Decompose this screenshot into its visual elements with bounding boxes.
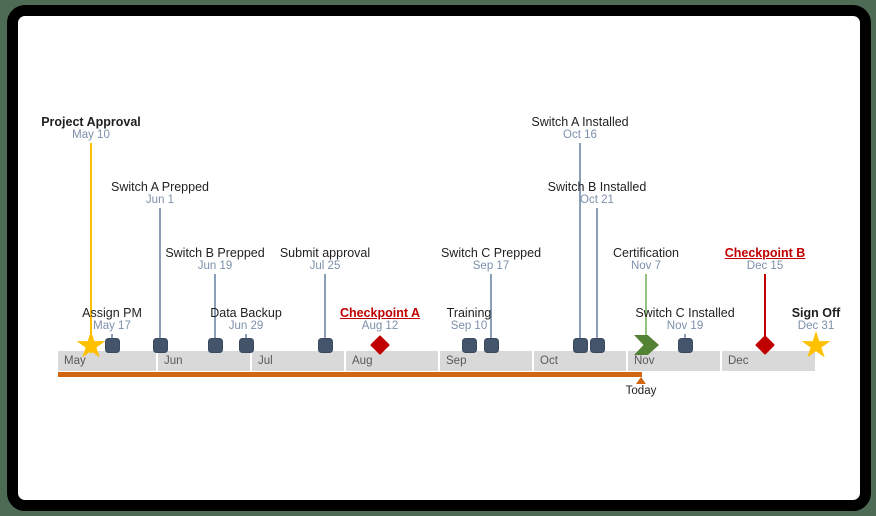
month-segment-jun: Jun [156,351,250,371]
month-segment-sep: Sep [438,351,532,371]
square-marker-icon[interactable] [207,338,223,353]
month-label: Oct [540,355,558,367]
connector-line [579,143,581,353]
today-triangle-icon [636,377,646,384]
milestone-title: Switch C Prepped [440,246,542,260]
connector-line [764,274,766,353]
milestone-title: Sign Off [791,306,841,320]
milestone-title: Project Approval [41,115,141,129]
milestone-date: Jul 25 [309,260,341,272]
milestone-date: May 10 [72,129,110,141]
today-label: Today [625,385,657,397]
milestone-date: Dec 31 [797,320,835,332]
milestone-title: Switch B Installed [547,180,647,194]
connector-line [645,274,647,353]
month-axis-band: May Jun Jul Aug Sep Oct Nov Dec [58,351,815,371]
month-label: Aug [352,355,373,367]
month-segment-dec: Dec [720,351,815,371]
milestone-date: Aug 12 [361,320,399,332]
milestone-title: Switch B Prepped [165,246,265,260]
square-marker-icon[interactable] [572,338,588,353]
milestone-date: Jun 29 [228,320,264,332]
slide-frame [7,5,871,511]
milestone-title: Submit approval [279,246,371,260]
connector-line [490,274,492,353]
month-label: Nov [634,355,655,367]
milestone-title: Switch C Installed [635,306,735,320]
milestone-date: Dec 15 [746,260,784,272]
month-label: Dec [728,355,749,367]
month-segment-jul: Jul [250,351,344,371]
month-label: Jul [258,355,273,367]
milestone-date: May 17 [93,320,131,332]
month-segment-aug: Aug [344,351,438,371]
milestone-date: Oct 21 [580,194,614,206]
milestone-title: Switch A Installed [531,115,629,129]
milestone-title: Training [446,306,492,320]
elapsed-time-bar [58,372,642,377]
connector-line [214,274,216,353]
milestone-date: Nov 19 [666,320,704,332]
milestone-title: Checkpoint B [724,246,806,260]
square-marker-icon[interactable] [152,338,168,353]
chevron-marker-icon[interactable] [634,335,659,355]
month-segment-may: May [58,351,156,371]
milestone-date: Sep 10 [450,320,488,332]
square-marker-icon[interactable] [317,338,333,353]
square-marker-icon[interactable] [589,338,605,353]
square-marker-icon[interactable] [461,338,477,353]
month-label: May [64,355,86,367]
milestone-title: Assign PM [82,306,142,320]
milestone-title: Certification [613,246,679,260]
connector-line [596,208,598,353]
milestone-title: Checkpoint A [339,306,421,320]
connector-line [159,208,161,353]
connector-line [90,143,92,353]
month-label: Sep [446,355,467,367]
square-marker-icon[interactable] [104,338,120,353]
connector-line [324,274,326,353]
month-label: Jun [164,355,183,367]
square-marker-icon[interactable] [677,338,693,353]
month-segment-oct: Oct [532,351,626,371]
milestone-date: Oct 16 [563,129,597,141]
square-marker-icon[interactable] [483,338,499,353]
milestone-date: Sep 17 [472,260,510,272]
milestone-date: Jun 1 [145,194,175,206]
milestone-date: Jun 19 [197,260,233,272]
milestone-date: Nov 7 [630,260,662,272]
milestone-title: Data Backup [210,306,282,320]
square-marker-icon[interactable] [238,338,254,353]
milestone-title: Switch A Prepped [111,180,209,194]
month-segment-nov: Nov [626,351,720,371]
